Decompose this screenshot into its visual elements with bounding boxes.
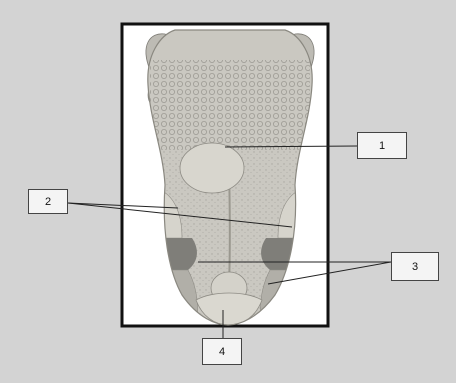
- region-1: [180, 143, 244, 193]
- label-box-1: 1: [357, 132, 407, 159]
- label-box-2: 2: [28, 189, 68, 214]
- label-box-4: 4: [202, 338, 242, 365]
- label-box-3: 3: [391, 252, 439, 281]
